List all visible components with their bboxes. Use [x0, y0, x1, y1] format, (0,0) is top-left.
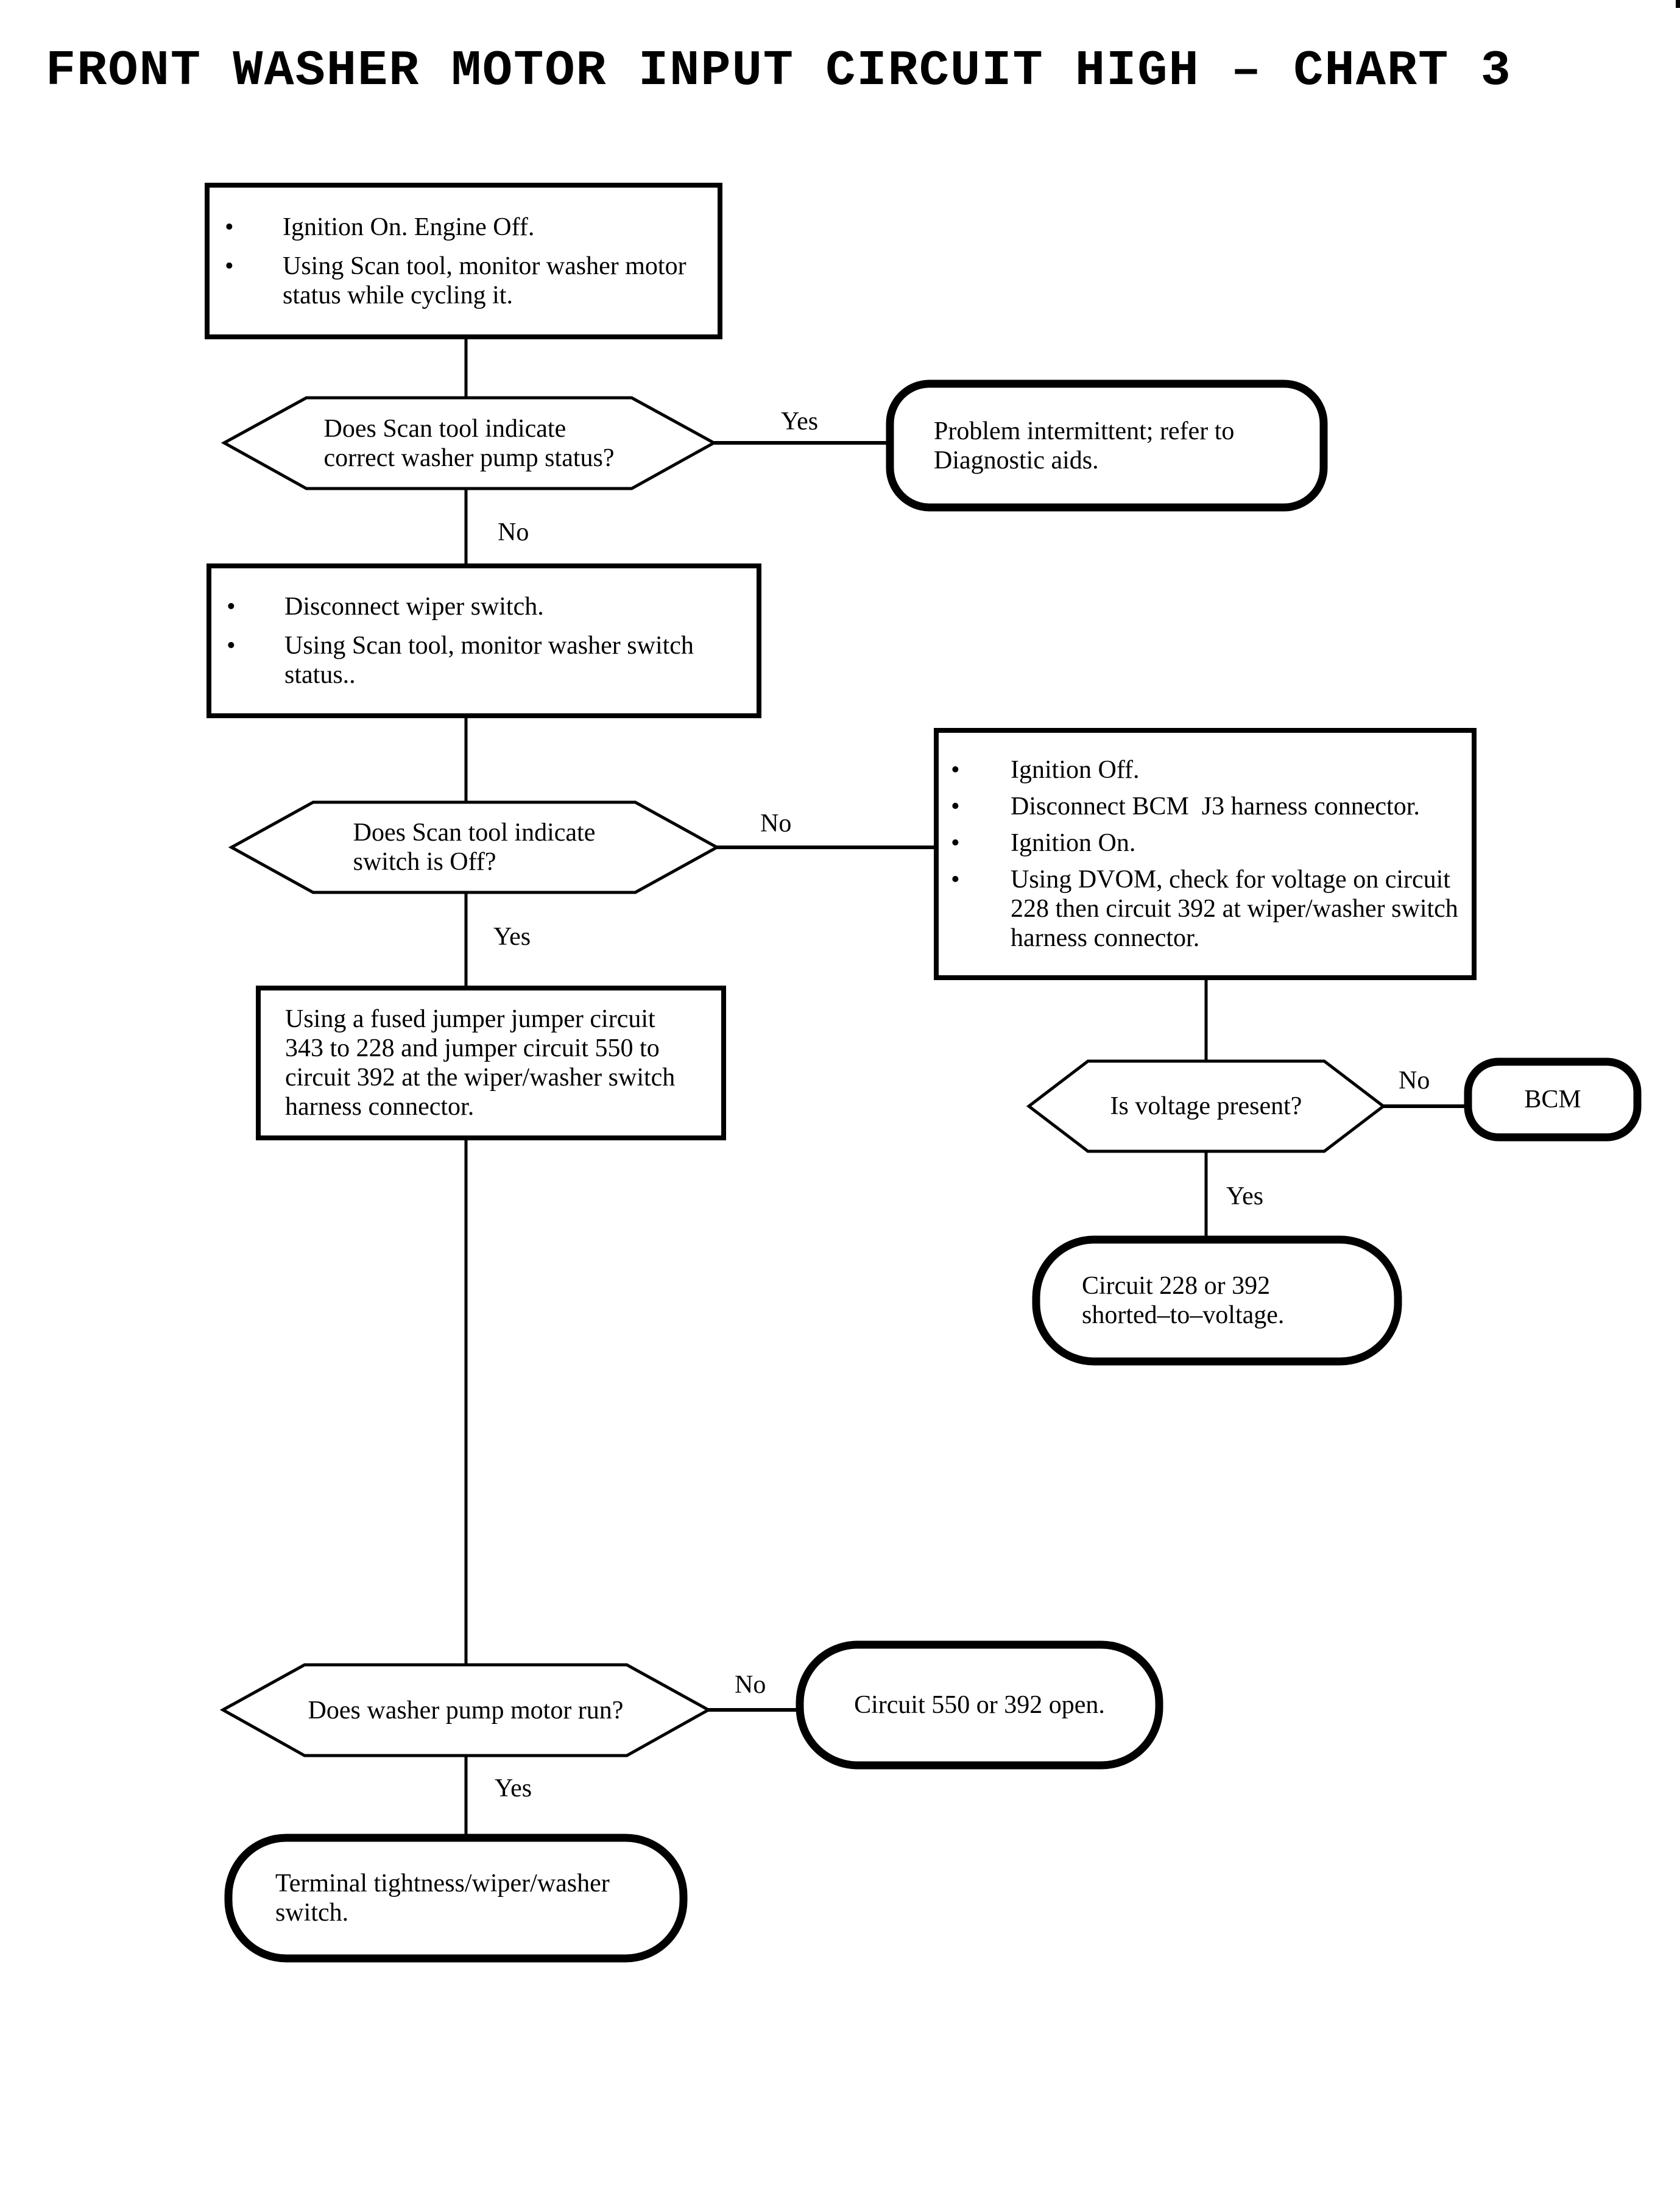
- step-line: circuit 392 at the wiper/washer switch: [285, 1064, 676, 1092]
- bullet-glyph: •: [225, 252, 234, 280]
- decision-line: Does Scan tool indicate: [353, 819, 596, 847]
- step-text: Using a fused jumper jumper circuit 343 …: [285, 1004, 724, 1121]
- terminator-line: Terminal tightness/wiper/washer: [275, 1869, 610, 1898]
- result-open: Circuit 550 or 392 open.: [800, 1645, 1159, 1765]
- result-shorted: Circuit 228 or 392 shorted–to–voltage.: [1036, 1240, 1398, 1361]
- terminator-line: Circuit 228 or 392: [1082, 1272, 1271, 1300]
- decision4: Does washer pump motor run?: [223, 1665, 708, 1756]
- decision3: Is voltage present?: [1029, 1061, 1383, 1151]
- bullet-glyph: •: [951, 756, 960, 784]
- step4-box-outline: [256, 986, 726, 1140]
- result-bcm: BCM: [1468, 1062, 1637, 1137]
- edge-label-no: No: [498, 518, 529, 546]
- step-text: Ignition On.: [1011, 829, 1136, 857]
- bullet-glyph: •: [227, 593, 236, 621]
- edge-label-no: No: [735, 1671, 766, 1699]
- step-text: Ignition On. Engine Off.: [283, 213, 535, 241]
- decision3-outline: [1026, 1059, 1386, 1153]
- decision2: Does Scan tool indicate switch is Off?: [231, 802, 717, 892]
- edge-label-yes: Yes: [781, 408, 819, 436]
- step1-box: • Ignition On. Engine Off. • Using Scan …: [207, 185, 720, 337]
- step-line: harness connector.: [285, 1093, 475, 1121]
- step-text: Disconnect BCM J3 harness connector.: [1011, 793, 1420, 821]
- terminator-text: Circuit 228 or 392 shorted–to–voltage.: [1082, 1271, 1398, 1330]
- step2-box: • Disconnect wiper switch. • Using Scan …: [209, 566, 759, 716]
- result-bcm-outline: [1464, 1057, 1642, 1142]
- result-intermittent-outline: [886, 380, 1328, 512]
- terminator-line: BCM: [1524, 1086, 1581, 1114]
- edge-label-yes: Yes: [495, 1774, 532, 1802]
- list-item: • Ignition On. Engine Off.: [225, 213, 708, 242]
- terminator-line: Circuit 550 or 392 open.: [854, 1691, 1105, 1719]
- scan-artifact: [1676, 0, 1680, 8]
- terminator-text: Problem intermittent; refer to Diagnosti…: [934, 417, 1324, 475]
- terminator-line: switch.: [275, 1899, 349, 1927]
- edge-label-yes: Yes: [1226, 1182, 1264, 1210]
- step2-box-outline: [206, 563, 761, 718]
- decision-text: Does washer pump motor run?: [308, 1696, 624, 1725]
- terminator-line: Diagnostic aids.: [934, 446, 1099, 475]
- bullet-glyph: •: [951, 866, 960, 894]
- step-text: Using DVOM, check for voltage on circuit…: [1011, 866, 1465, 952]
- bullet-glyph: •: [225, 213, 234, 241]
- decision-line: Is voltage present?: [1110, 1092, 1302, 1120]
- bullet-glyph: •: [951, 829, 960, 857]
- step-line: 343 to 228 and jumper circuit 550 to: [285, 1034, 660, 1062]
- decision-text: Does Scan tool indicate correct washer p…: [324, 414, 615, 473]
- decision-line: Does washer pump motor run?: [308, 1696, 624, 1725]
- step-text: Disconnect wiper switch.: [284, 593, 544, 621]
- result-shorted-outline: [1032, 1235, 1402, 1366]
- step-text: Ignition Off.: [1011, 756, 1140, 784]
- decision-text: Is voltage present?: [1110, 1092, 1302, 1121]
- decision-line: switch is Off?: [353, 848, 496, 876]
- terminator-line: shorted–to–voltage.: [1082, 1301, 1285, 1329]
- step3-box: • Ignition Off. • Disconnect BCM J3 harn…: [936, 730, 1474, 978]
- terminator-line: Problem intermittent; refer to: [934, 417, 1235, 445]
- edge-label-no: No: [760, 810, 792, 838]
- list-item: • Using Scan tool, monitor washer switch…: [227, 631, 748, 690]
- decision1: Does Scan tool indicate correct washer p…: [224, 398, 714, 489]
- decision4-outline: [219, 1663, 712, 1757]
- list-item: • Disconnect BCM J3 harness connector.: [951, 792, 1466, 821]
- list-item: • Using DVOM, check for voltage on circu…: [951, 865, 1466, 953]
- decision2-outline: [228, 800, 721, 894]
- page-title: FRONT WASHER MOTOR INPUT CIRCUIT HIGH – …: [46, 43, 1512, 99]
- bullet-glyph: •: [227, 632, 236, 660]
- result-terminal: Terminal tightness/wiper/washer switch.: [228, 1838, 683, 1958]
- step3-box-outline: [934, 728, 1477, 980]
- result-open-outline: [796, 1640, 1163, 1770]
- list-item: • Ignition Off.: [951, 755, 1466, 785]
- list-item: • Disconnect wiper switch.: [227, 592, 748, 621]
- step-line: Using a fused jumper jumper circuit: [285, 1005, 655, 1033]
- result-intermittent: Problem intermittent; refer to Diagnosti…: [890, 384, 1324, 507]
- step-text: Using Scan tool, monitor washer switch s…: [284, 632, 701, 689]
- step4-box: Using a fused jumper jumper circuit 343 …: [258, 988, 724, 1138]
- decision-line: Does Scan tool indicate: [323, 414, 566, 443]
- step-text: Using Scan tool, monitor washer motor st…: [283, 252, 693, 309]
- decision-text: Does Scan tool indicate switch is Off?: [353, 818, 596, 877]
- edge-label-yes: Yes: [493, 923, 531, 951]
- list-item: • Using Scan tool, monitor washer motor …: [225, 252, 708, 310]
- decision1-outline: [221, 396, 718, 490]
- decision-line: correct washer pump status?: [323, 443, 615, 472]
- bullet-glyph: •: [951, 793, 960, 821]
- edge-label-no: No: [1399, 1067, 1430, 1095]
- list-item: • Ignition On.: [951, 828, 1466, 858]
- step1-box-outline: [205, 183, 722, 339]
- result-terminal-outline: [224, 1834, 688, 1963]
- terminator-text: Terminal tightness/wiper/washer switch.: [275, 1869, 683, 1927]
